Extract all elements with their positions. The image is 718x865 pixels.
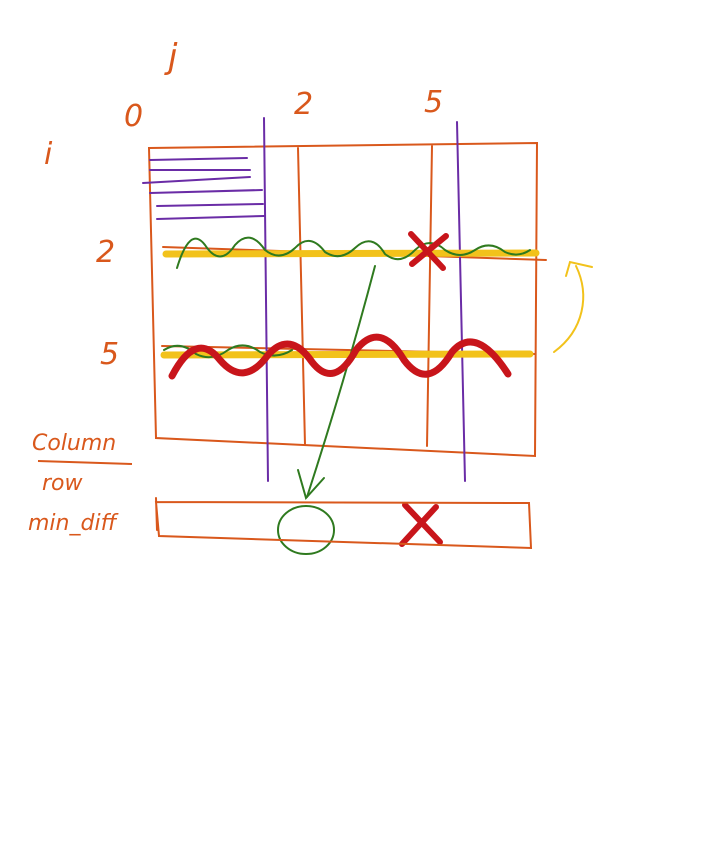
grid-col-line-2 bbox=[297, 147, 306, 446]
red-wave-row-5 bbox=[168, 333, 512, 380]
purple-hatch-4 bbox=[149, 189, 263, 194]
min-diff-bar bbox=[154, 497, 533, 550]
grid-outer-border bbox=[147, 141, 539, 458]
purple-vertical-right bbox=[456, 121, 466, 482]
fraction-line bbox=[37, 460, 133, 465]
red-x-grid-b bbox=[409, 233, 449, 267]
label-j: j bbox=[164, 37, 178, 77]
yellow-highlight-row-2 bbox=[162, 249, 540, 258]
yellow-highlight-row-5 bbox=[160, 350, 534, 359]
label-row: row bbox=[42, 471, 84, 496]
label-row-5: 5 bbox=[100, 337, 119, 372]
label-col-5: 5 bbox=[424, 85, 443, 120]
label-col-0: 0 bbox=[124, 99, 143, 134]
grid-col-line-5 bbox=[426, 145, 433, 447]
label-row-2: 2 bbox=[96, 235, 115, 270]
yellow-arrowhead bbox=[565, 260, 593, 277]
grid bbox=[147, 141, 547, 458]
label-col-2: 2 bbox=[294, 87, 313, 122]
purple-marks bbox=[142, 117, 466, 482]
green-arrowhead bbox=[297, 469, 325, 501]
green-marks bbox=[163, 236, 531, 555]
label-i: i bbox=[44, 137, 53, 172]
purple-hatch-6 bbox=[156, 215, 265, 220]
green-arrow-line bbox=[306, 265, 376, 498]
label-min-diff: min_diff bbox=[28, 511, 119, 536]
label-column: Column bbox=[32, 431, 116, 456]
red-x-bar-b bbox=[399, 504, 439, 547]
purple-hatch-1 bbox=[149, 157, 248, 161]
red-marks bbox=[168, 231, 512, 547]
green-wave-row-2 bbox=[176, 236, 531, 269]
green-circle bbox=[277, 505, 335, 555]
purple-vertical-left bbox=[263, 117, 269, 482]
yellow-curved-arrow bbox=[553, 265, 585, 353]
purple-hatch-3 bbox=[142, 176, 251, 184]
purple-hatch-5 bbox=[156, 203, 264, 207]
